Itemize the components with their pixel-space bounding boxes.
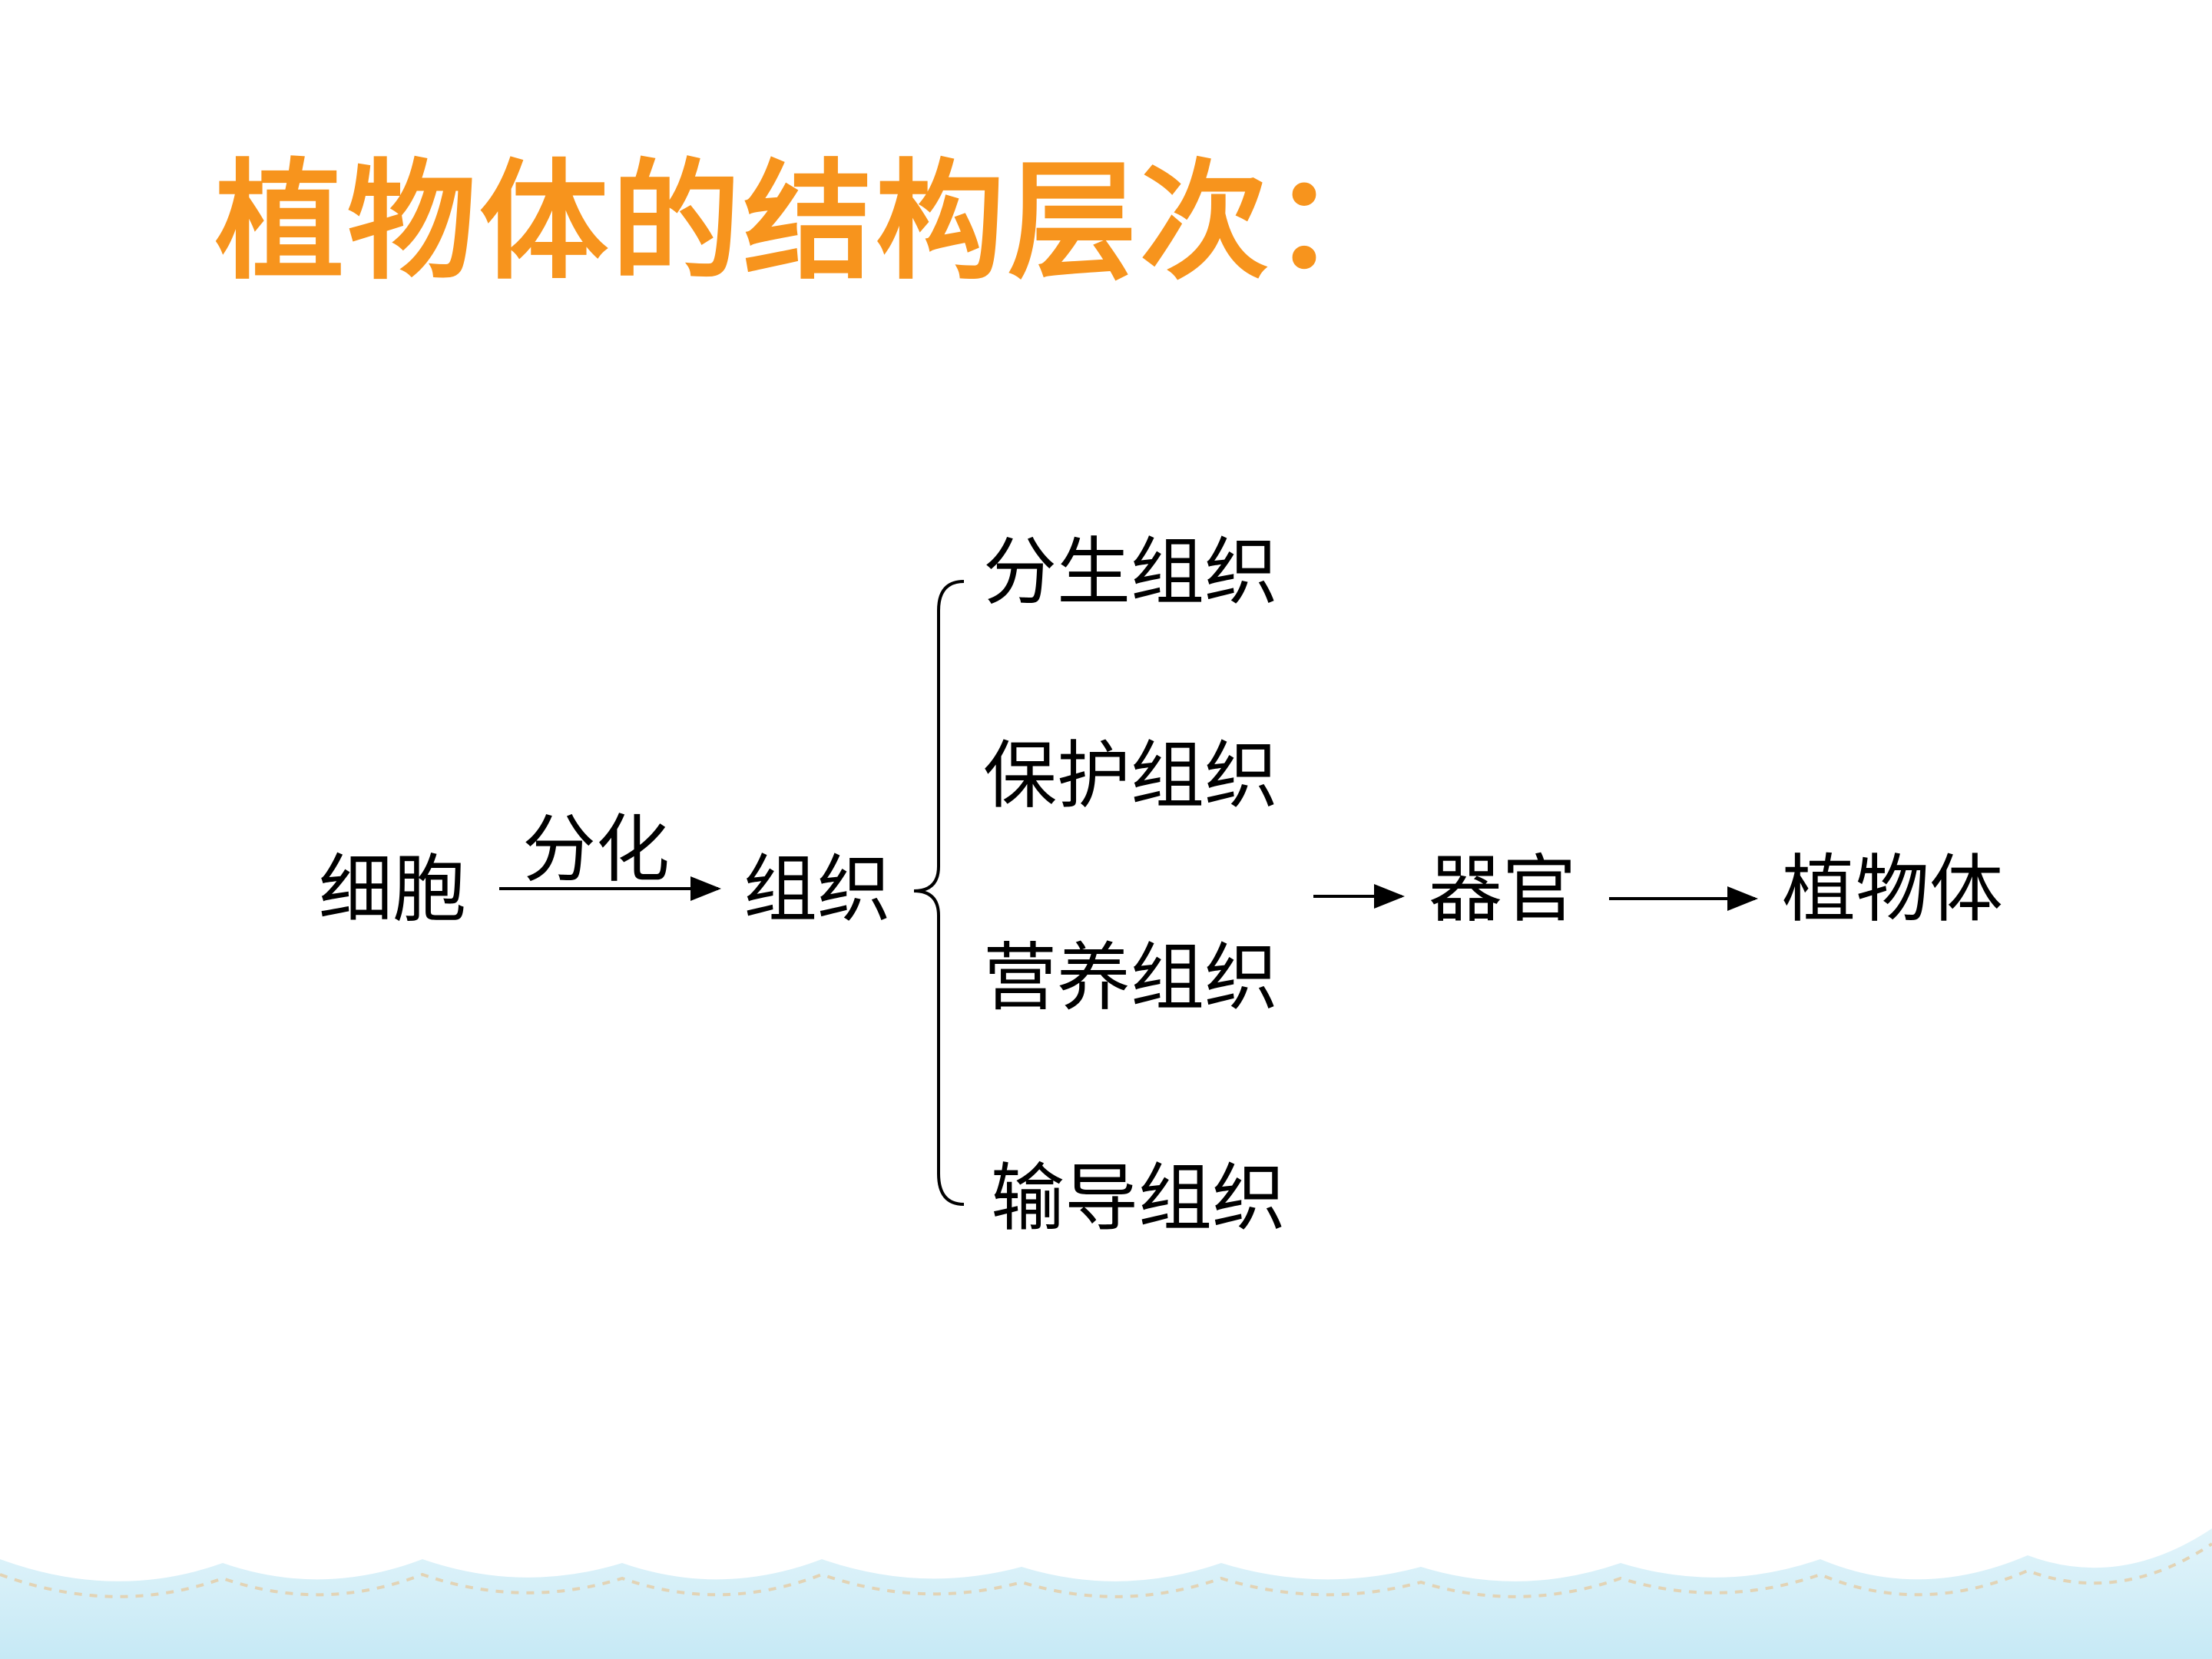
tissue-brace	[913, 580, 965, 1206]
tissue-type-meristematic: 分生组织	[983, 529, 1278, 615]
tissue-type-nutritive: 营养组织	[983, 935, 1278, 1021]
node-tissue: 组织	[743, 846, 891, 932]
slide-title: 植物体的结构层次：	[215, 147, 1404, 297]
cloud-edge-bottom	[0, 0, 2212, 1581]
tissue-type-protective: 保护组织	[983, 733, 1278, 819]
node-organ: 器官	[1429, 846, 1576, 932]
node-plant-body: 植物体	[1782, 846, 2003, 932]
tissue-type-conducting: 输导组织	[991, 1155, 1286, 1241]
arrow-label-differentiation: 分化	[522, 806, 670, 892]
node-cell: 细胞	[319, 846, 466, 932]
